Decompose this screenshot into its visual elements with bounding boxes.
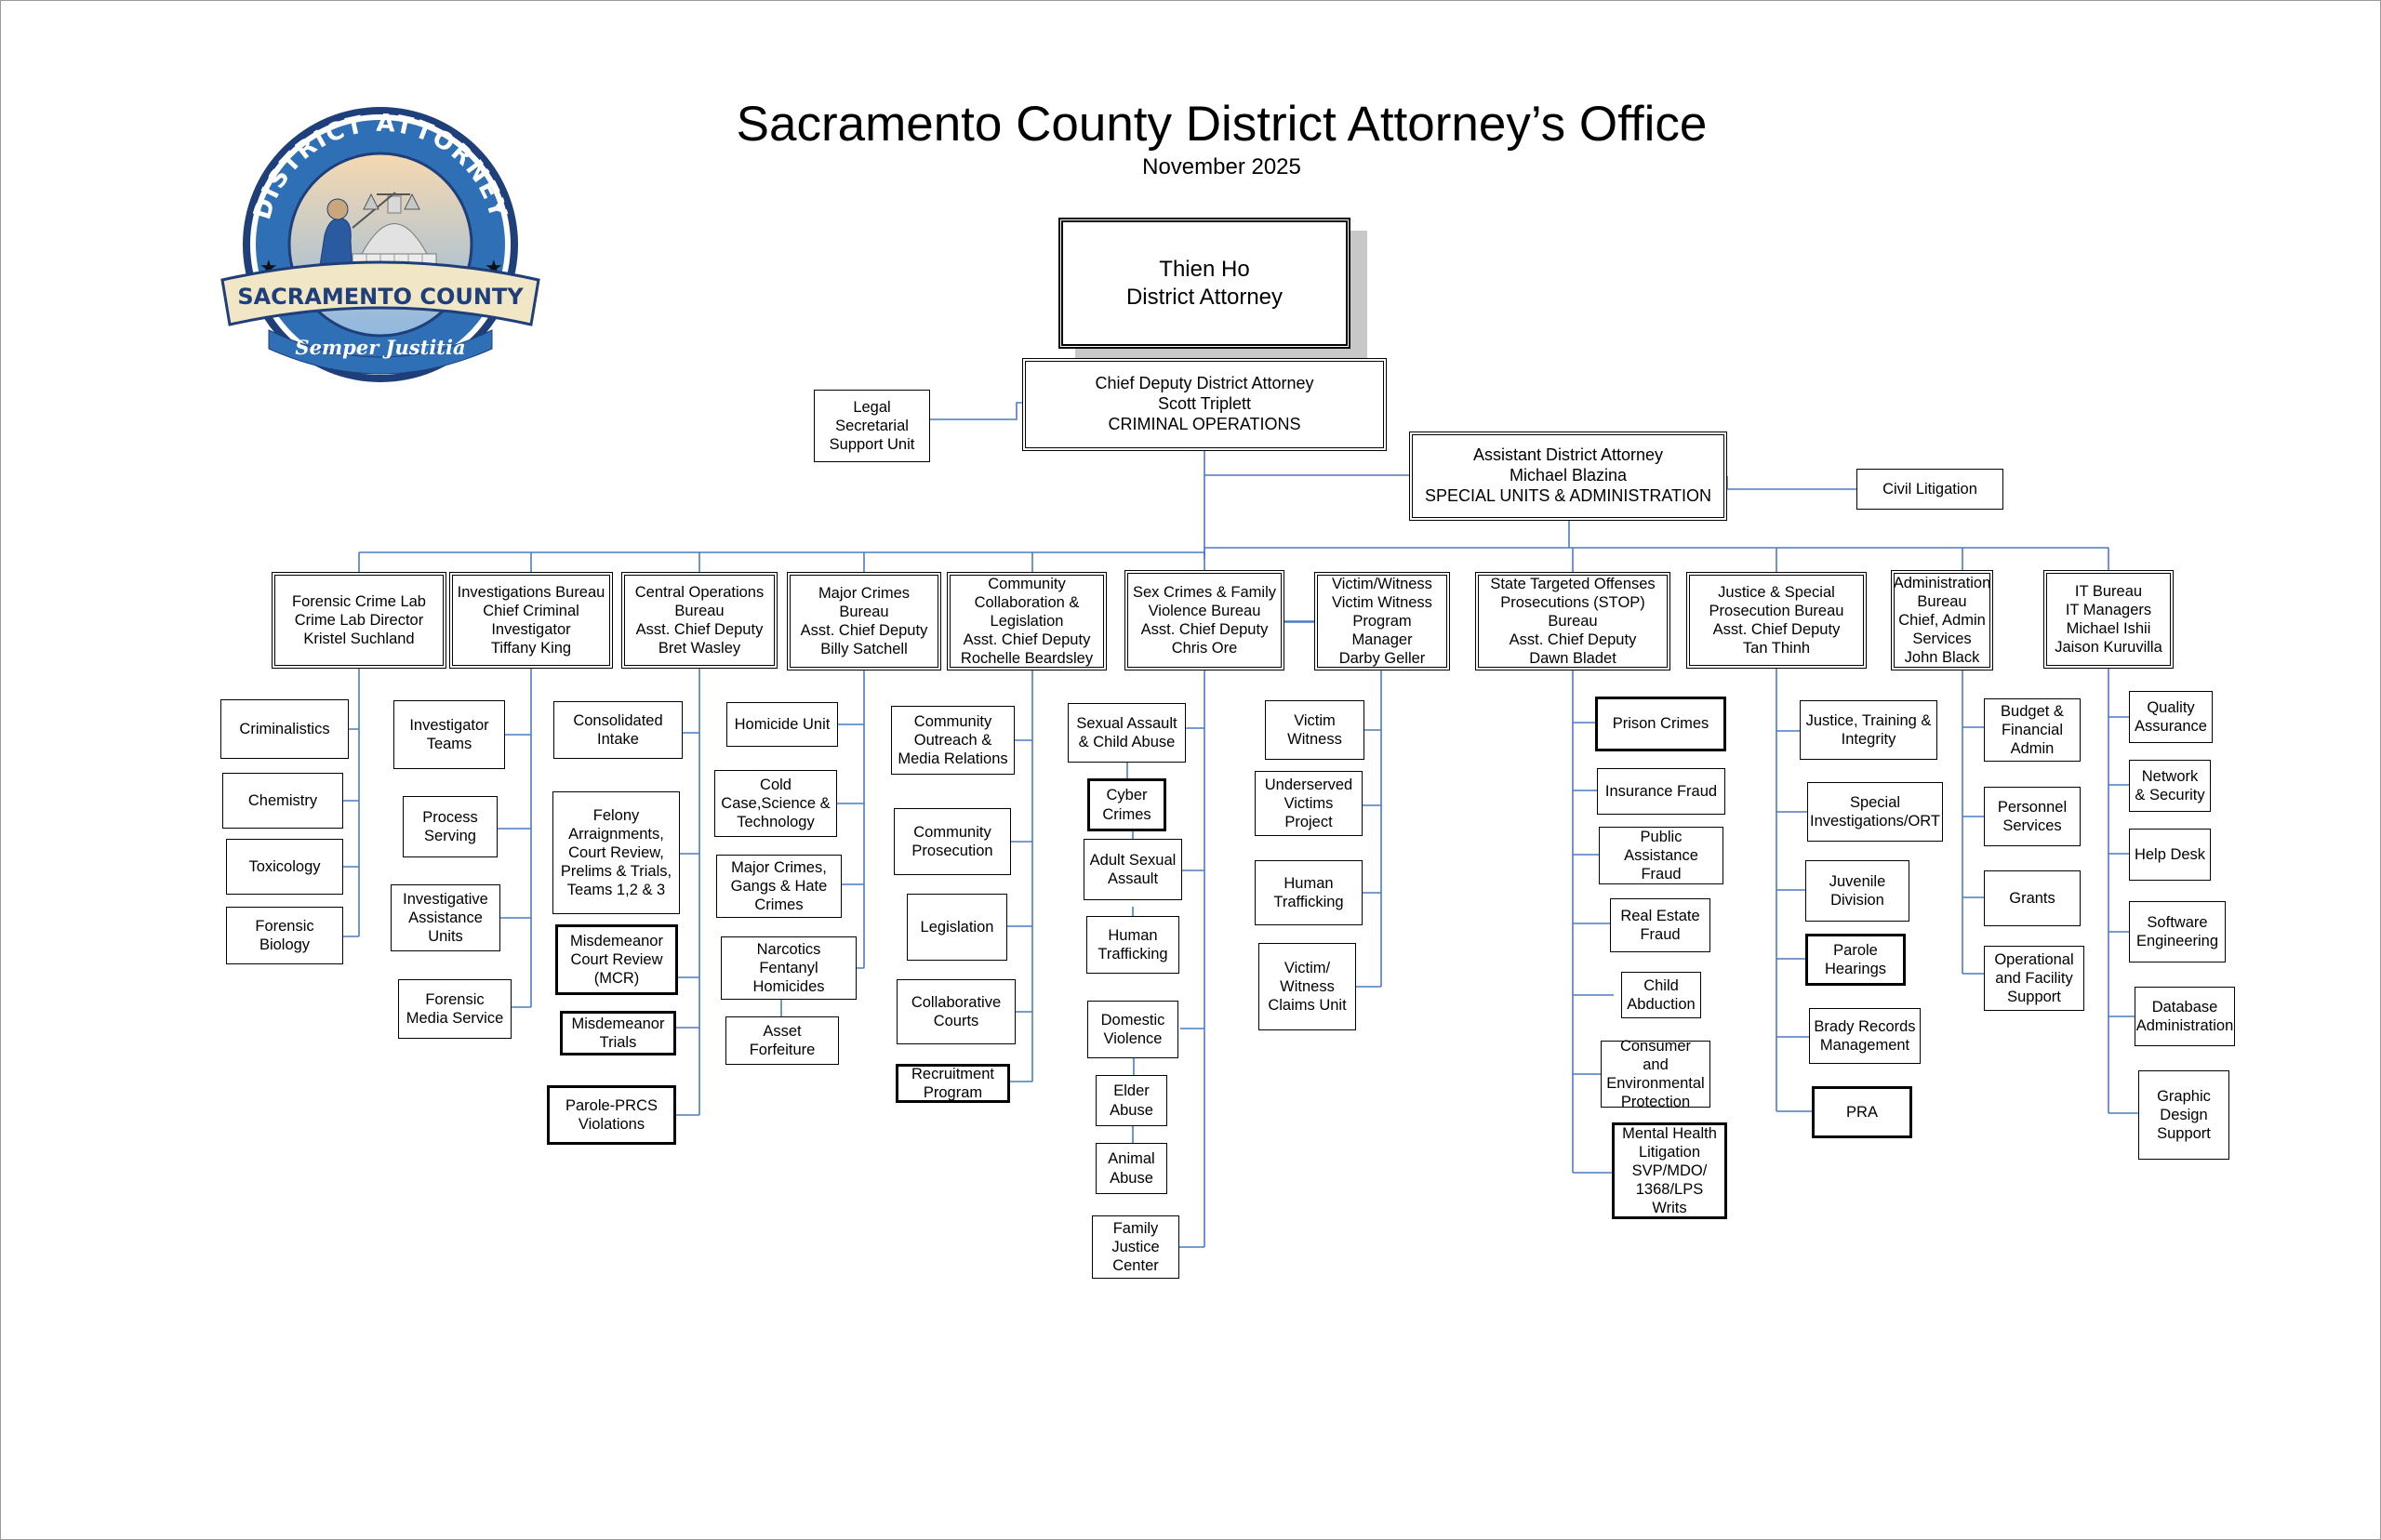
legal-secretarial-box: Legal Secretarial Support Unit <box>814 390 930 462</box>
misdemeanor-trials-box: Misdemeanor Trials <box>560 1011 676 1055</box>
graphic-design-box: Graphic Design Support <box>2138 1070 2229 1160</box>
civil-litigation-box: Civil Litigation <box>1856 469 2003 510</box>
district-attorney-box: Thien Ho District Attorney <box>1058 218 1350 349</box>
help-desk-box: Help Desk <box>2129 829 2211 881</box>
sex-crimes-bureau-box: Sex Crimes & Family Violence Bureau Asst… <box>1124 570 1284 670</box>
forensic-crime-lab-box: Forensic Crime Lab Crime Lab Director Kr… <box>272 572 446 669</box>
major-crimes-bureau-box: Major Crimes Bureau Asst. Chief Deputy B… <box>787 572 941 670</box>
major-crimes-gangs-box: Major Crimes, Gangs & Hate Crimes <box>716 855 842 918</box>
family-justice-center-box: Family Justice Center <box>1092 1215 1179 1279</box>
forensic-media-box: Forensic Media Service <box>398 979 512 1039</box>
misdemeanor-court-review-box: Misdemeanor Court Review (MCR) <box>555 924 678 995</box>
prison-crimes-box: Prison Crimes <box>1595 697 1726 751</box>
real-estate-fraud-box: Real Estate Fraud <box>1610 898 1710 952</box>
animal-abuse-box: Animal Abuse <box>1096 1143 1167 1194</box>
quality-assurance-box: Quality Assurance <box>2129 691 2213 743</box>
consolidated-intake-box: Consolidated Intake <box>553 701 683 759</box>
felony-box: Felony Arraignments, Court Review, Preli… <box>552 791 680 914</box>
legislation-box: Legislation <box>907 894 1007 961</box>
cyber-crimes-box: Cyber Crimes <box>1087 778 1166 831</box>
software-engineering-box: Software Engineering <box>2129 901 2226 962</box>
consumer-environmental-box: Consumer and Environmental Protection <box>1601 1038 1710 1110</box>
administration-bureau-box: Administration Bureau Chief, Admin Servi… <box>1891 570 1993 670</box>
elder-abuse-box: Elder Abuse <box>1096 1075 1167 1126</box>
network-security-box: Network & Security <box>2129 760 2211 812</box>
child-abduction-box: Child Abduction <box>1621 972 1701 1018</box>
page-date: November 2025 <box>1142 154 1301 179</box>
victim-claims-unit-box: Victim/ Witness Claims Unit <box>1258 943 1356 1030</box>
mental-health-litigation-box: Mental Health Litigation SVP/MDO/ 1368/L… <box>1612 1122 1727 1219</box>
public-assistance-fraud-box: Public Assistance Fraud <box>1599 827 1723 884</box>
parole-hearings-box: Parole Hearings <box>1805 934 1906 986</box>
investigations-bureau-box: Investigations Bureau Chief Criminal Inv… <box>449 572 613 669</box>
criminalistics-box: Criminalistics <box>220 699 349 759</box>
justice-training-integrity-box: Justice, Training & Integrity <box>1800 700 1937 760</box>
operational-facility-box: Operational and Facility Support <box>1984 946 2084 1011</box>
database-administration-box: Database Administration <box>2135 987 2235 1046</box>
it-bureau-box: IT Bureau IT Managers Michael Ishii Jais… <box>2043 570 2174 669</box>
recruitment-program-box: Recruitment Program <box>896 1064 1010 1103</box>
chemistry-box: Chemistry <box>222 773 343 829</box>
parole-prcs-box: Parole-PRCS Violations <box>547 1085 676 1145</box>
justice-special-prosecution-box: Justice & Special Prosecution Bureau Ass… <box>1686 572 1867 669</box>
narcotics-box: Narcotics Fentanyl Homicides <box>721 936 857 1000</box>
budget-financial-box: Budget & Financial Admin <box>1984 698 2081 762</box>
adult-sexual-assault-box: Adult Sexual Assault <box>1084 839 1182 900</box>
underserved-victims-box: Underserved Victims Project <box>1255 771 1363 836</box>
forensic-biology-box: Forensic Biology <box>226 907 343 964</box>
assistant-da-box: Assistant District Attorney Michael Blaz… <box>1409 431 1727 521</box>
page-title: Sacramento County District Attorney’s Of… <box>736 97 1708 152</box>
investigative-assistance-box: Investigative Assistance Units <box>391 884 500 951</box>
human-trafficking-box: Human Trafficking <box>1086 916 1179 974</box>
community-collaboration-box: Community Collaboration & Legislation As… <box>947 572 1107 670</box>
juvenile-division-box: Juvenile Division <box>1805 860 1909 922</box>
victim-witness-unit-box: Victim Witness <box>1265 700 1364 760</box>
grants-box: Grants <box>1984 870 2081 926</box>
stop-bureau-box: State Targeted Offenses Prosecutions (ST… <box>1475 572 1670 670</box>
cold-case-box: Cold Case,Science & Technology <box>714 770 837 837</box>
sexual-assault-child-abuse-box: Sexual Assault & Child Abuse <box>1068 703 1186 763</box>
personnel-services-box: Personnel Services <box>1984 787 2081 846</box>
domestic-violence-box: Domestic Violence <box>1087 1001 1178 1058</box>
community-prosecution-box: Community Prosecution <box>894 808 1011 875</box>
homicide-unit-box: Homicide Unit <box>726 702 838 747</box>
asset-forfeiture-box: Asset Forfeiture <box>725 1016 839 1065</box>
insurance-fraud-box: Insurance Fraud <box>1597 768 1725 815</box>
special-investigations-box: Special Investigations/ORT <box>1807 782 1943 842</box>
logo-banner-text: SACRAMENTO COUNTY <box>237 284 524 310</box>
victim-witness-box: Victim/Witness Victim Witness Program Ma… <box>1314 572 1450 670</box>
process-serving-box: Process Serving <box>403 796 498 857</box>
brady-records-box: Brady Records Management <box>1809 1008 1921 1064</box>
central-operations-box: Central Operations Bureau Asst. Chief De… <box>621 572 778 669</box>
chief-deputy-box: Chief Deputy District Attorney Scott Tri… <box>1022 358 1387 451</box>
pra-box: PRA <box>1812 1086 1912 1138</box>
district-attorney-seal-logo: DISTRICT ATTORNEY ★ ★ SACRAMENTO COUNTY … <box>220 107 540 382</box>
collaborative-courts-box: Collaborative Courts <box>897 979 1016 1044</box>
investigator-teams-box: Investigator Teams <box>393 700 505 769</box>
toxicology-box: Toxicology <box>226 839 343 895</box>
victim-human-trafficking-box: Human Trafficking <box>1255 860 1363 925</box>
community-outreach-box: Community Outreach & Media Relations <box>891 706 1015 775</box>
logo-motto: Semper Justitia <box>295 336 465 359</box>
